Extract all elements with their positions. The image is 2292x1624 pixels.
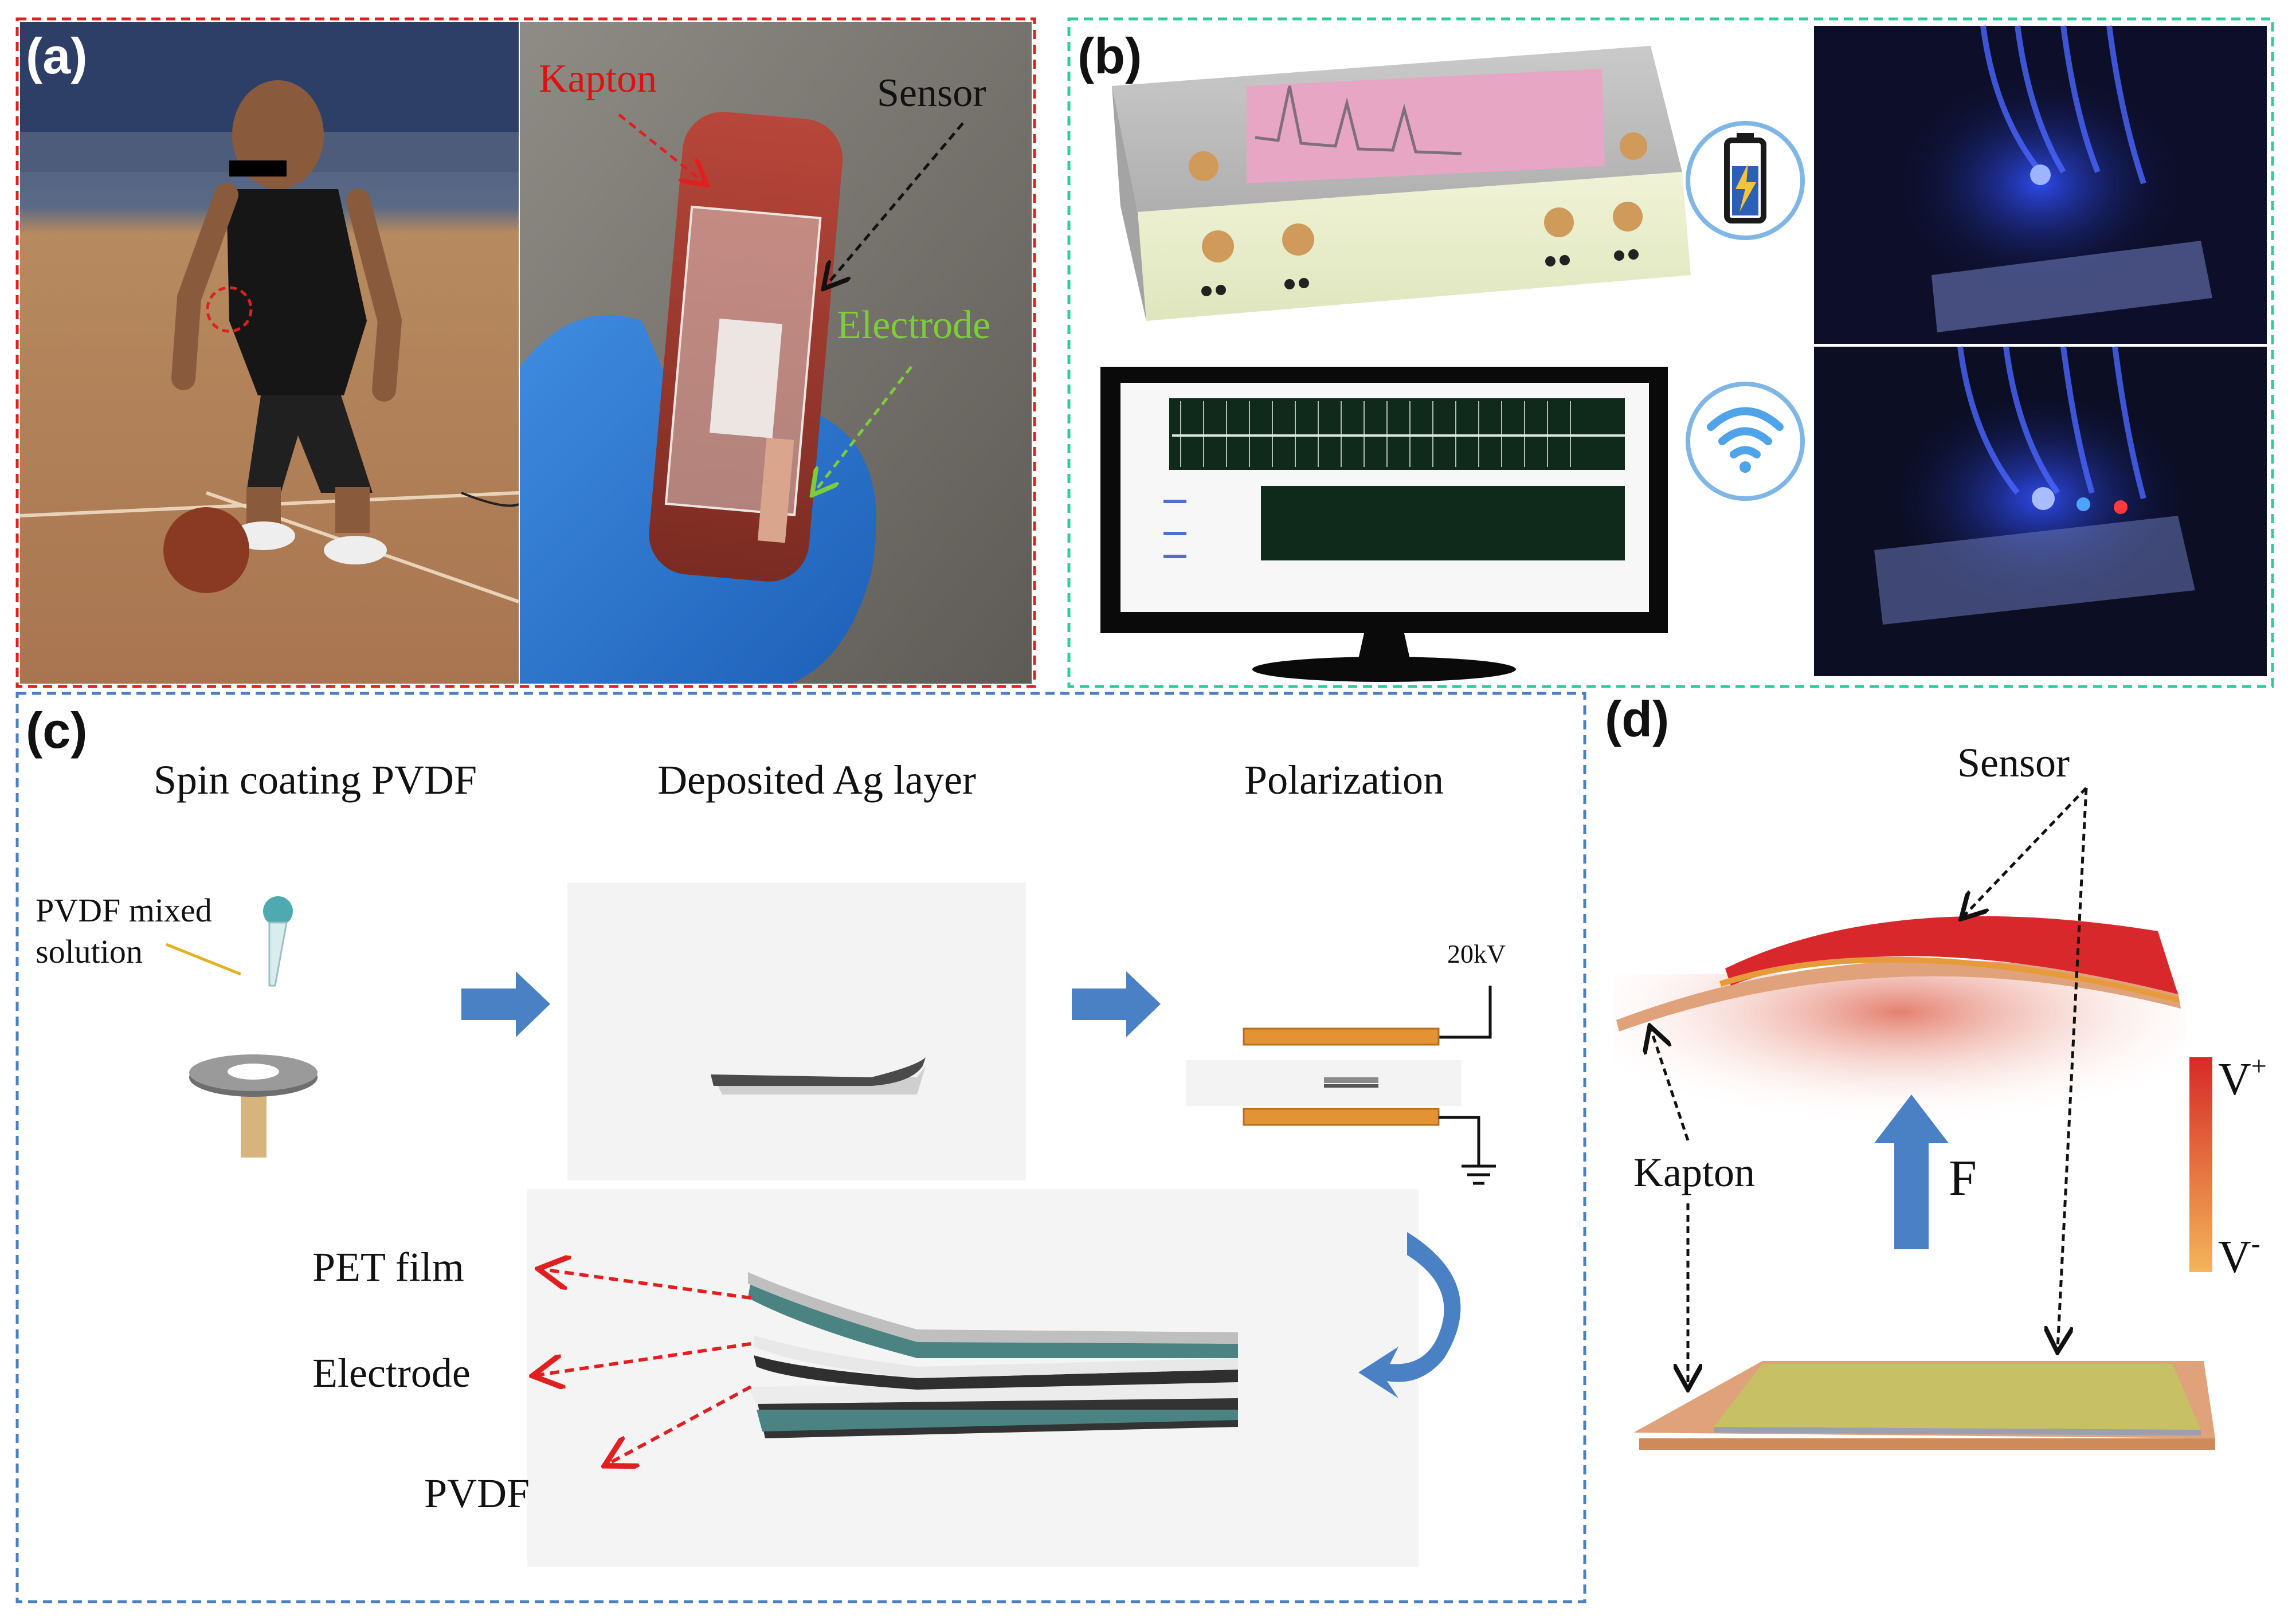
panel-a: (a) Kapton Sensor Electrode	[15, 17, 1036, 688]
electrode-label: Electrode	[837, 303, 990, 347]
knob-icon	[1202, 230, 1234, 262]
monitor	[1100, 367, 1668, 682]
ground-icon	[1462, 1164, 1496, 1185]
pet-film-arrow	[542, 1269, 751, 1300]
knob-icon	[1544, 207, 1574, 237]
sensor-arrow-bottom	[2058, 787, 2088, 1350]
voltage-label: 20kV	[1447, 939, 1506, 968]
solution-label-line2: solution	[36, 933, 143, 970]
ag-film-icon	[711, 1057, 926, 1095]
pvdf-layer-label: PVDF	[424, 1470, 530, 1516]
panel-b-border	[1067, 17, 2274, 688]
panel-a-letter: (a)	[26, 28, 88, 84]
sensor-highlight-circle	[206, 286, 253, 333]
bottom-electrode-plate	[1243, 1108, 1440, 1126]
led-photo-bottom	[1814, 346, 2267, 676]
electrode-layer-label: Electrode	[312, 1350, 471, 1396]
curved-process-arrow	[1358, 1232, 1461, 1398]
electrode-tab	[757, 437, 794, 543]
knob-icon	[1613, 202, 1643, 232]
kapton-label-d: Kapton	[1633, 1150, 1755, 1195]
sensor-electrode-pad	[709, 318, 783, 438]
v-minus-label: V-	[2218, 1229, 2260, 1282]
dropper-icon	[263, 896, 293, 987]
process-arrow-2	[1072, 971, 1161, 1037]
monitor-plot-2	[1261, 486, 1625, 560]
solution-pointer	[166, 943, 241, 976]
v-plus-label: V+	[2218, 1051, 2267, 1105]
panel-c: (c) Spin coating PVDF Deposited Ag layer…	[15, 692, 1586, 1603]
panel-d: (d) Sensor F Kapton V+ V-	[1605, 691, 2267, 1450]
led-photo-top	[1814, 25, 2267, 344]
step-polarization: Polarization	[1244, 757, 1444, 803]
panel-b-letter: (b)	[1078, 28, 1142, 84]
panel-b: (b)	[1067, 17, 2274, 688]
step-spin-coating: Spin coating PVDF	[154, 757, 477, 803]
panel-c-letter: (c)	[26, 702, 88, 759]
sensor-label: Sensor	[877, 71, 986, 115]
bent-sensor	[1616, 916, 2181, 1031]
knob-icon	[1282, 223, 1314, 256]
top-electrode-plate	[1243, 1027, 1440, 1046]
signal-instrument	[1112, 46, 1691, 321]
ag-layer-backdrop	[567, 882, 1026, 1180]
process-arrow-1	[461, 971, 550, 1037]
battery-icon	[1686, 121, 1805, 240]
sensor-arrow	[825, 122, 964, 287]
kapton-arrow	[618, 113, 705, 183]
voltage-gradient-bar	[2189, 1057, 2212, 1272]
panel-a-border	[15, 17, 1036, 688]
pet-film-label: PET film	[312, 1244, 464, 1290]
screen-waveform	[1255, 85, 1462, 155]
knob-icon	[1620, 132, 1647, 160]
basketball-photo	[19, 22, 519, 684]
sensor-label-d: Sensor	[1957, 740, 2070, 786]
sensor-arrow-top	[1963, 787, 2087, 917]
step-deposited-ag: Deposited Ag layer	[657, 757, 976, 803]
kapton-arrow-top	[1651, 1029, 1690, 1141]
electrode-arrow	[814, 366, 912, 493]
force-arrow	[1874, 1095, 1949, 1249]
panel-c-border	[15, 692, 1586, 1603]
electrode-layer-arrow	[536, 1342, 751, 1375]
voltage-wire	[1439, 986, 1492, 1039]
kapton-label: Kapton	[539, 57, 657, 101]
panel-d-letter: (d)	[1605, 691, 1669, 747]
monitor-plot-1	[1169, 398, 1625, 470]
spin-coater-icon	[189, 1054, 318, 1158]
pvdf-layer-arrow	[608, 1385, 752, 1464]
instrument-screen	[1247, 69, 1605, 183]
flat-sensor	[1633, 1361, 2215, 1450]
knob-icon	[1189, 151, 1219, 181]
sensor-photo	[520, 22, 1032, 684]
solution-label-line1: PVDF mixed	[36, 892, 212, 929]
layer-stack-illustration	[748, 1272, 1238, 1438]
force-label: F	[1949, 1151, 1977, 1206]
polarized-film	[1324, 1077, 1378, 1083]
ground-wire	[1439, 1116, 1480, 1166]
wifi-icon	[1686, 382, 1805, 501]
